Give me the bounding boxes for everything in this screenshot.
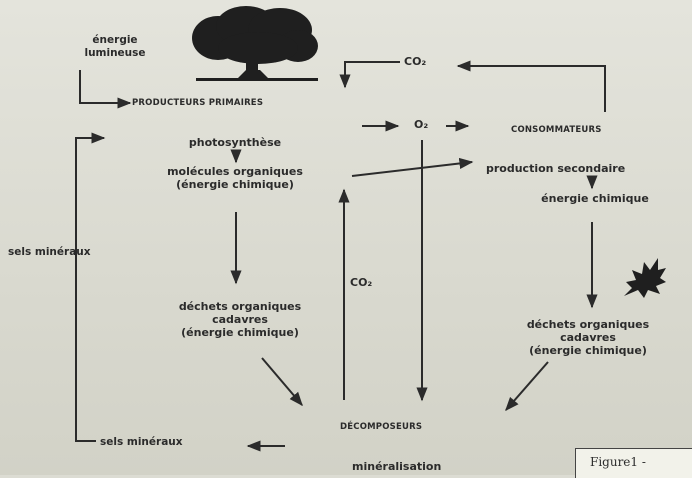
organic-waste-left-label: déchets organiques cadavres (énergie chi… (178, 300, 302, 339)
arrow-light-to-producers (79, 70, 132, 109)
secondary-production-label: production secondaire (486, 162, 626, 175)
arrow-consumers-to-co2-top (456, 60, 606, 112)
organic-molecules-label: molécules organiques (énergie chimique) (167, 165, 303, 191)
mineral-salts-left-label: sels minéraux (8, 246, 91, 258)
arrow-co2-top-left (339, 61, 400, 89)
light-energy-label: énergie lumineuse (84, 34, 146, 59)
producers-label: PRODUCTEURS PRIMAIRES (132, 98, 264, 108)
co2-top-label: CO₂ (404, 55, 427, 68)
arrow-waste-left-to-decomposers (261, 357, 303, 407)
tree-icon (192, 6, 318, 81)
arrow-salts-loop (75, 132, 106, 442)
arrow-waste-right-to-decomposers (505, 361, 549, 412)
consumers-label: CONSOMMATEURS (511, 125, 602, 135)
photosynthesis-label: photosynthèse (188, 136, 282, 149)
mineralisation-label: minéralisation (352, 460, 442, 473)
o2-label: O₂ (414, 118, 429, 131)
figure-caption: Figure1 - (575, 448, 692, 478)
organic-waste-right-label: déchets organiques cadavres (énergie chi… (526, 318, 650, 357)
leaf-icon (624, 258, 666, 298)
co2-mid-label: CO₂ (350, 276, 373, 289)
decomposers-label: DÉCOMPOSEURS (340, 422, 423, 432)
arrow-molecules-to-consumers (351, 157, 474, 177)
mineral-salts-bottom-label: sels minéraux (100, 436, 183, 448)
chemical-energy-label: énergie chimique (541, 192, 649, 205)
